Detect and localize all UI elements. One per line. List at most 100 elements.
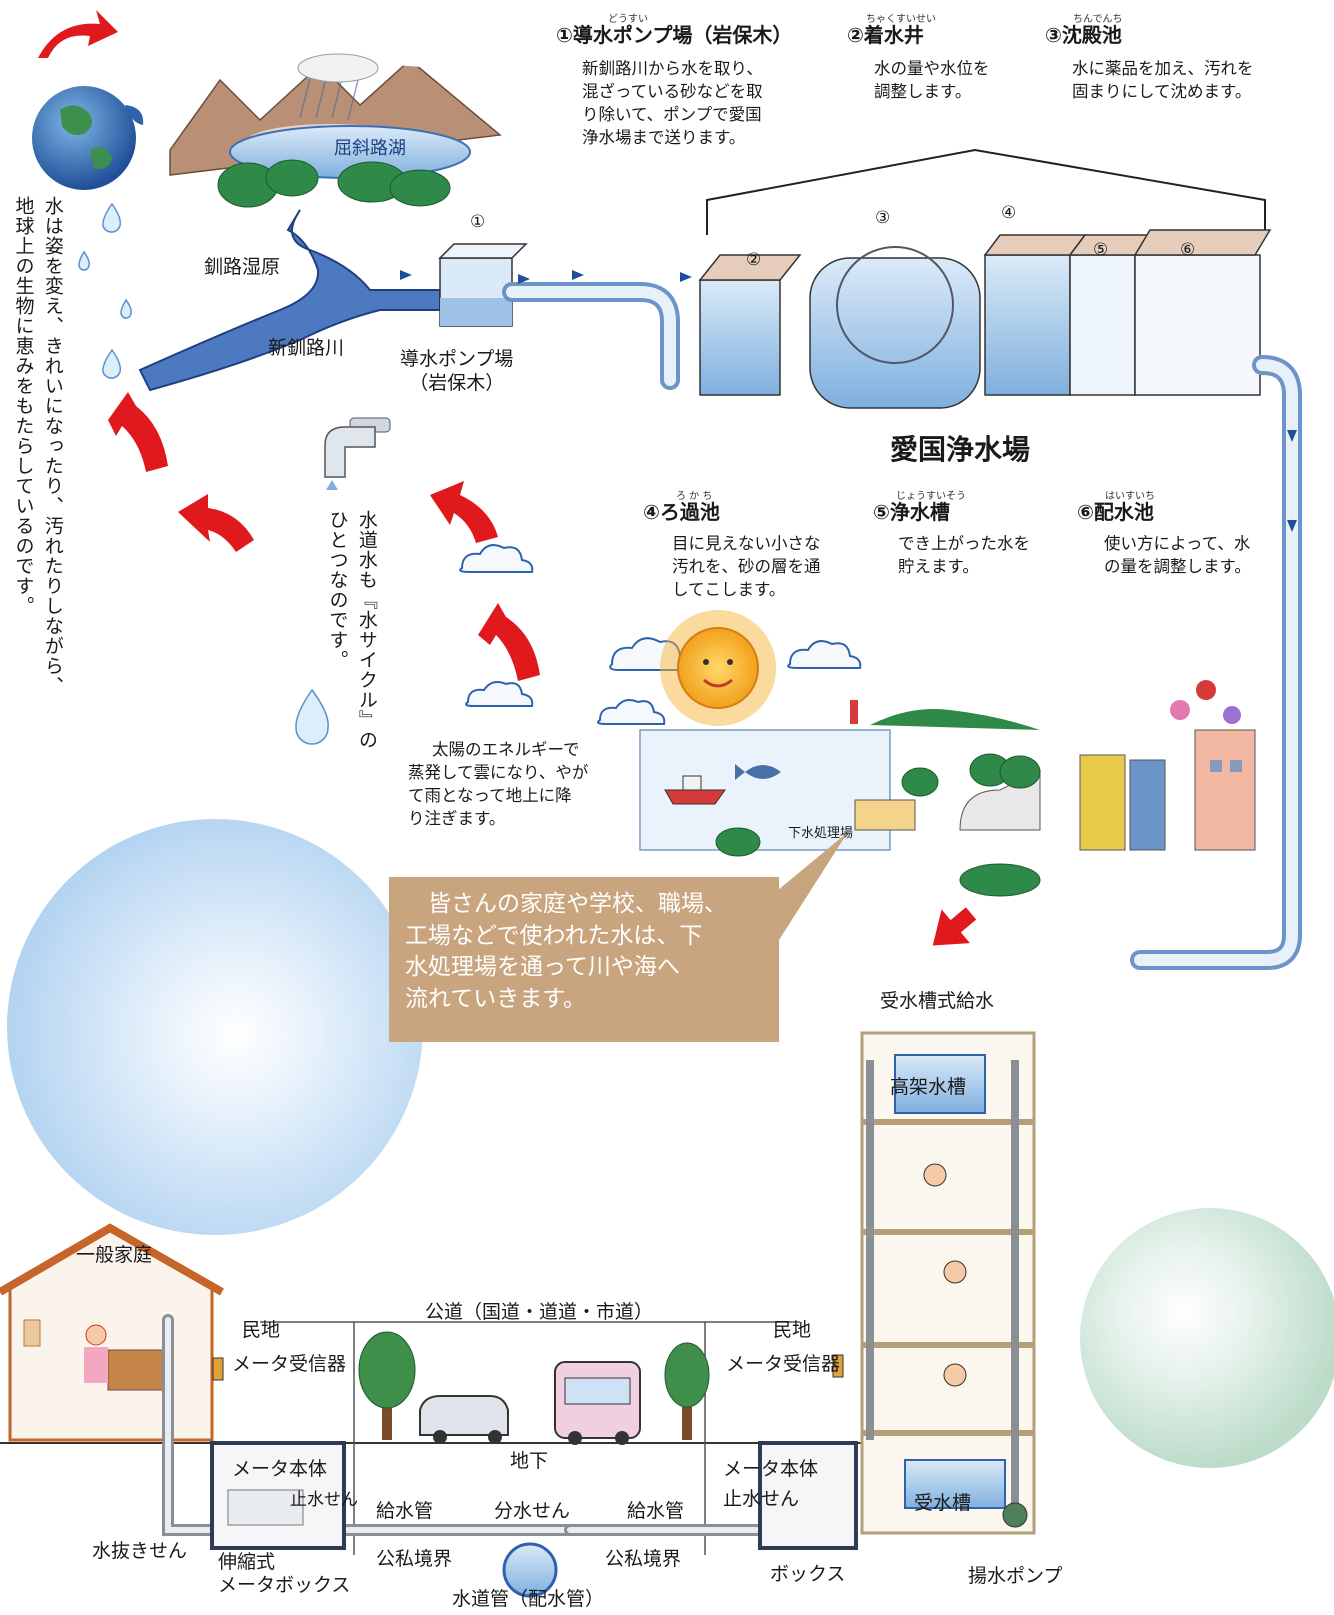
lighthouse-icon <box>850 700 858 724</box>
person-icon <box>923 1163 947 1187</box>
receiving-tank-label: 受水槽 <box>914 1492 972 1514</box>
stage-number-6: ⑥ <box>1180 240 1196 260</box>
stage-number-5: ⑤ <box>1093 240 1109 260</box>
stage-1-desc: 新釧路川から水を取り、混ざっている砂などを取 り除いて、ポンプで愛国浄水場まで送… <box>582 59 763 148</box>
stage-6-ruby: はいすいち <box>1105 491 1155 502</box>
stage-number-4: ④ <box>1001 203 1017 223</box>
ship-icon <box>664 789 726 805</box>
red-arrow-icon <box>108 392 168 472</box>
stage-3-ruby: ちんでんち <box>1073 14 1123 25</box>
stage-3-desc: 水に薬品を加え、汚れを固まりにして沈めます。 <box>1072 59 1254 102</box>
sewage-callout: 皆さんの家庭や学校、職場、工場などで使われた水は、下 水処理場を通って川や海へ流… <box>389 877 779 1042</box>
clouds <box>459 544 862 725</box>
private-land-right-label: 民地 <box>773 1319 812 1341</box>
building-illustration <box>860 1031 1036 1535</box>
person-icon <box>943 1363 967 1387</box>
house-label: 一般家庭 <box>76 1244 153 1266</box>
stage-number-2: ② <box>746 250 762 270</box>
meter-receiver-right-label: メータ受信器 <box>726 1353 841 1375</box>
person-icon <box>85 1324 107 1346</box>
marsh-label: 釧路湿原 <box>204 256 281 278</box>
sea-town-illustration <box>639 680 1256 897</box>
mountain-lake-illustration <box>169 53 502 208</box>
cycle-arrows <box>38 10 977 946</box>
stage-6-title: ⑥配水池 <box>1077 500 1154 524</box>
drain-valve-label: 水抜きせん <box>92 1540 188 1562</box>
stage-1-title: ①導水ポンプ場（岩保木） <box>556 23 793 47</box>
lake-label: 屈斜路湖 <box>334 138 406 159</box>
flow-arrow-icon <box>1287 430 1297 442</box>
stage-2-title: ②着水井 <box>847 23 924 47</box>
balloon-icon <box>1170 700 1190 720</box>
water-drop-icon <box>78 250 90 271</box>
flow-arrow-icon <box>400 270 412 280</box>
sewage-plant-label: 下水処理場 <box>788 826 854 841</box>
branch-valve-label: 分水せん <box>494 1500 571 1522</box>
meter-box-right <box>758 1441 858 1550</box>
sun-icon <box>660 610 776 726</box>
plant-name-label: 愛国浄水場 <box>890 433 1031 466</box>
meter-box-left <box>210 1441 346 1550</box>
red-arrow-icon <box>932 907 977 946</box>
earth-cycle-text: 水は姿を変え、きれいになったり、汚れたりしながら、地球上の生物に恵みをもたらして… <box>12 196 64 696</box>
water-drop-icon <box>102 202 122 233</box>
flow-arrows <box>400 270 1297 532</box>
boundary-right-label: 公私境界 <box>605 1548 682 1570</box>
main-pipe-label: 水道管（配水管） <box>452 1588 605 1610</box>
cloud-icon <box>597 699 666 725</box>
green-sphere-decoration <box>1080 1208 1334 1468</box>
supply-pipe-left-label: 給水管 <box>376 1500 434 1522</box>
meter-receiver-left-label: メータ受信器 <box>232 1353 347 1375</box>
water-drops <box>78 202 329 745</box>
pump-station-illustration <box>438 243 528 327</box>
meter-body-right-label: メータ本体 <box>723 1458 819 1480</box>
red-arrow-icon <box>478 603 540 681</box>
box-label: ボックス <box>770 1563 846 1585</box>
flow-arrow-icon <box>1287 520 1297 532</box>
transmission-pipe <box>502 282 680 390</box>
lift-pump-label: 揚水ポンプ <box>968 1565 1063 1587</box>
stage-5-title: ⑤浄水槽 <box>873 500 950 524</box>
meter-body-left-label: メータ本体 <box>232 1458 328 1480</box>
cloud-icon <box>787 640 862 669</box>
water-tap-icon <box>324 417 391 490</box>
stage-number-1: ① <box>470 212 486 232</box>
stage-6-desc: 使い方によって、水の量を調整します。 <box>1104 534 1251 577</box>
balloon-icon <box>1196 680 1216 700</box>
public-road-label: 公道（国道・道道・市道） <box>425 1301 654 1323</box>
balloon-icon <box>1223 706 1241 724</box>
water-drop-icon <box>295 688 329 745</box>
sun-energy-text: 太陽のエネルギーで 蒸発して雲になり、やがて雨となって地上に降り注ぎます。 <box>408 740 589 829</box>
pump-icon <box>1002 1502 1028 1528</box>
flow-arrow-icon <box>680 272 692 282</box>
fish-icon <box>735 764 781 780</box>
red-arrow-icon <box>38 10 118 58</box>
car-icon <box>419 1395 509 1436</box>
cloud-icon <box>465 681 534 707</box>
stage-number-3: ③ <box>875 208 891 228</box>
street-illustration <box>212 1331 844 1445</box>
underground-label: 地下 <box>510 1450 549 1472</box>
river-illustration <box>138 209 441 392</box>
stage-3-title: ③沈殿池 <box>1045 23 1122 47</box>
boundary-left-label: 公私境界 <box>376 1548 453 1570</box>
stage-2-desc: 水の量や水位を調整します。 <box>874 59 990 102</box>
river-label: 新釧路川 <box>268 337 345 359</box>
blue-sphere-decoration <box>7 819 423 1235</box>
red-arrow-icon <box>178 494 254 552</box>
pump-station-label: 導水ポンプ場 （岩保木） <box>400 348 514 394</box>
distribution-pipe <box>1130 355 1302 970</box>
person-icon <box>943 1260 967 1284</box>
private-land-left-label: 民地 <box>242 1319 281 1341</box>
cloud-icon <box>459 544 534 573</box>
tank-supply-label: 受水槽式給水 <box>880 990 995 1012</box>
water-plant-illustration <box>698 229 1272 409</box>
water-drop-icon <box>102 348 122 379</box>
callout-tail <box>760 832 848 940</box>
stage-2-ruby: ちゃくすいせい <box>866 14 936 25</box>
expansion-meter-box-label: 伸縮式メータボックス <box>218 1551 351 1596</box>
elevated-tank-label: 高架水槽 <box>890 1076 967 1098</box>
flow-arrow-icon <box>518 274 530 284</box>
stage-4-title: ④ろ過池 <box>643 500 720 524</box>
